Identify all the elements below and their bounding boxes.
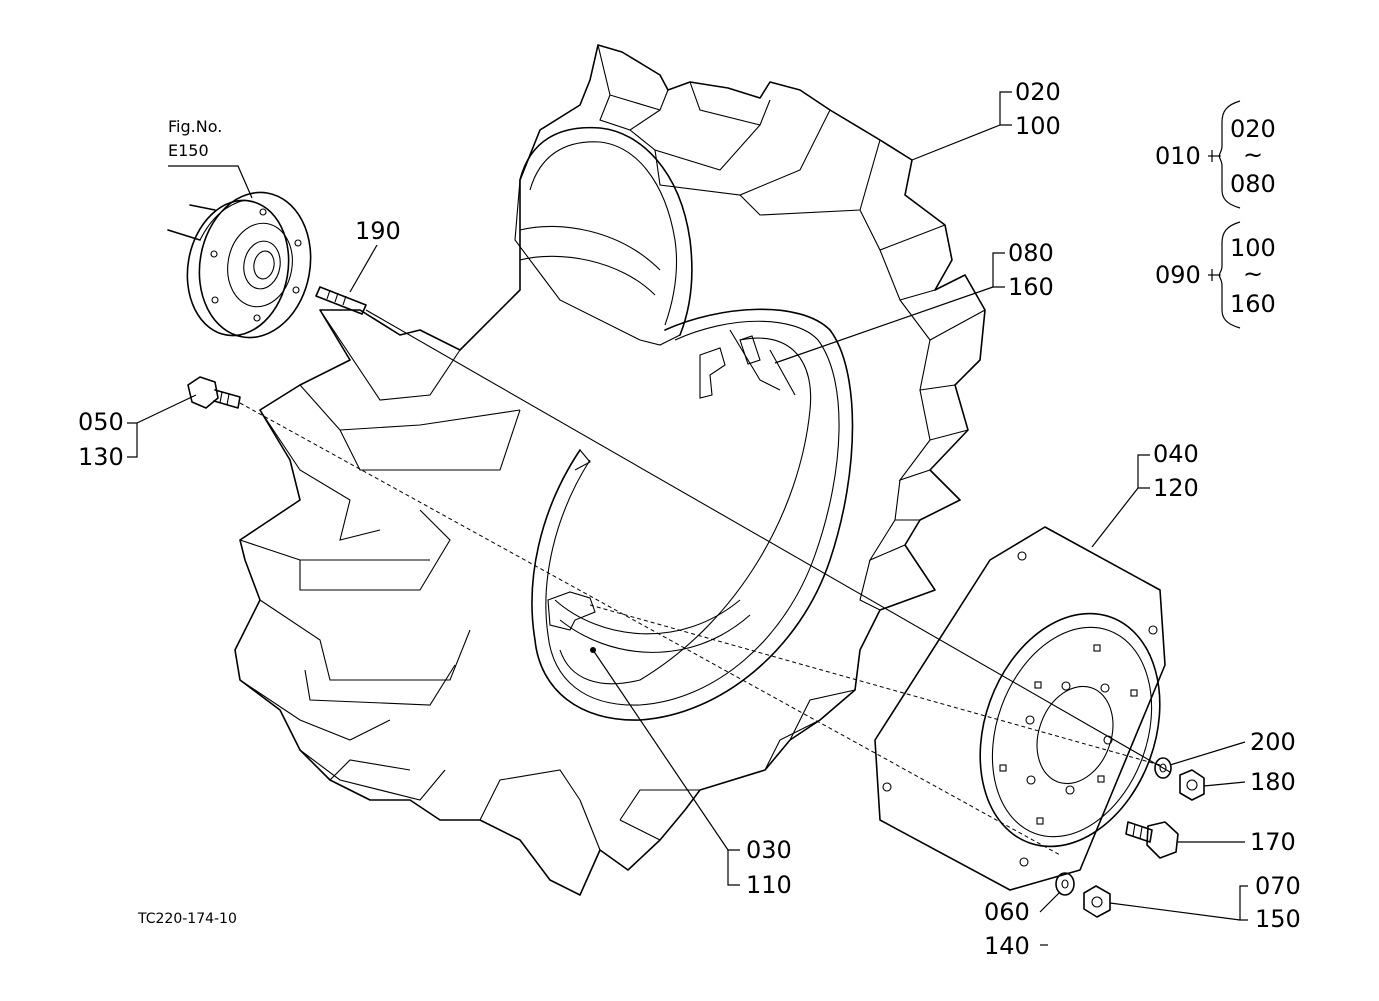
callout-030: 030 xyxy=(746,836,792,864)
callout-100: 100 xyxy=(1015,112,1061,140)
callout-170: 170 xyxy=(1250,828,1296,856)
callout-060: 060 xyxy=(984,898,1030,926)
callout-160: 160 xyxy=(1008,273,1054,301)
assembly-090-to: 160 xyxy=(1230,290,1276,318)
callout-140: 140 xyxy=(984,932,1030,960)
callout-080: 080 xyxy=(1008,239,1054,267)
assembly-010-from: 020 xyxy=(1230,115,1276,143)
assembly-010-tilde: ~ xyxy=(1243,141,1264,169)
callout-200: 200 xyxy=(1250,728,1296,756)
figure-ref-label: Fig.No. xyxy=(168,117,223,136)
callout-180: 180 xyxy=(1250,768,1296,796)
callout-070: 070 xyxy=(1255,872,1301,900)
assembly-090-from: 100 xyxy=(1230,234,1276,262)
callout-120: 120 xyxy=(1153,474,1199,502)
figure-ref-code: E150 xyxy=(168,141,209,160)
callout-190: 190 xyxy=(355,217,401,245)
tire-outline xyxy=(234,44,986,896)
callout-110: 110 xyxy=(746,871,792,899)
drawing-code: TC220-174-10 xyxy=(138,911,237,927)
assembly-090-id: 090 xyxy=(1155,261,1201,289)
callout-020: 020 xyxy=(1015,78,1061,106)
assembly-010-id: 010 xyxy=(1155,142,1201,170)
callout-040: 040 xyxy=(1153,440,1199,468)
assembly-090-tilde: ~ xyxy=(1243,260,1264,288)
assembly-010-to: 080 xyxy=(1230,170,1276,198)
callout-150: 150 xyxy=(1255,905,1301,933)
callout-130: 130 xyxy=(78,443,124,471)
callout-050: 050 xyxy=(78,408,124,436)
